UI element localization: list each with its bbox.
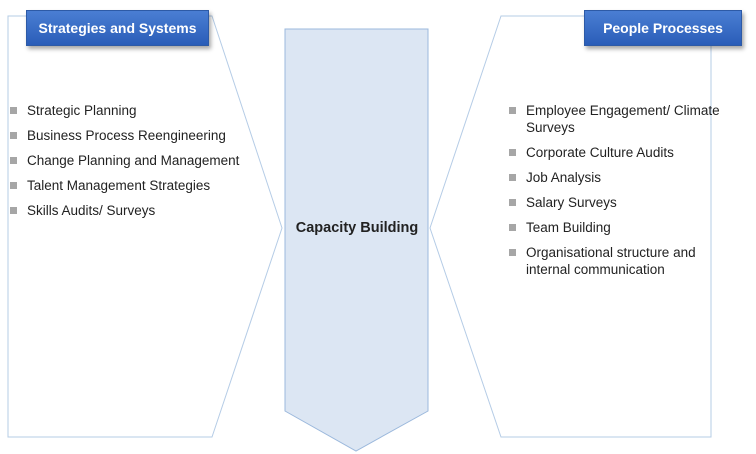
list-item-text: Talent Management Strategies <box>27 178 211 193</box>
square-bullet-icon <box>509 224 516 231</box>
list-item: Team Building <box>506 219 731 236</box>
strategies-and-systems-header: Strategies and Systems <box>26 10 209 46</box>
capacity-building-label: Capacity Building <box>295 220 419 236</box>
people-processes-header: People Processes <box>584 10 742 46</box>
list-item-text: Skills Audits/ Surveys <box>27 203 156 218</box>
square-bullet-icon <box>10 132 17 139</box>
strategies-and-systems-title: Strategies and Systems <box>38 20 197 36</box>
list-item-text: Employee Engagement/ Climate Surveys <box>526 103 720 135</box>
square-bullet-icon <box>10 157 17 164</box>
list-item-text: Business Process Reengineering <box>27 128 226 143</box>
list-item: Salary Surveys <box>506 194 731 211</box>
square-bullet-icon <box>509 107 516 114</box>
list-item: Skills Audits/ Surveys <box>7 202 262 219</box>
people-processes-list: Employee Engagement/ Climate Surveys Cor… <box>506 102 731 286</box>
square-bullet-icon <box>10 182 17 189</box>
list-item-text: Corporate Culture Audits <box>526 145 674 160</box>
center-down-arrow <box>284 28 429 452</box>
list-item-text: Salary Surveys <box>526 195 617 210</box>
square-bullet-icon <box>10 107 17 114</box>
list-item-text: Strategic Planning <box>27 103 137 118</box>
people-processes-title: People Processes <box>603 20 723 36</box>
right-panel-outline <box>429 15 712 438</box>
square-bullet-icon <box>509 149 516 156</box>
strategies-and-systems-list: Strategic Planning Business Process Reen… <box>7 102 262 227</box>
square-bullet-icon <box>509 249 516 256</box>
list-item: Talent Management Strategies <box>7 177 262 194</box>
list-item-text: Change Planning and Management <box>27 153 240 168</box>
list-item-text: Job Analysis <box>526 170 602 185</box>
list-item: Job Analysis <box>506 169 731 186</box>
square-bullet-icon <box>509 174 516 181</box>
list-item-text: Organisational structure and internal co… <box>526 245 696 277</box>
list-item: Organisational structure and internal co… <box>506 244 731 278</box>
list-item: Change Planning and Management <box>7 152 262 169</box>
list-item: Strategic Planning <box>7 102 262 119</box>
list-item-text: Team Building <box>526 220 611 235</box>
list-item: Corporate Culture Audits <box>506 144 731 161</box>
list-item: Employee Engagement/ Climate Surveys <box>506 102 731 136</box>
list-item: Business Process Reengineering <box>7 127 262 144</box>
square-bullet-icon <box>10 207 17 214</box>
square-bullet-icon <box>509 199 516 206</box>
